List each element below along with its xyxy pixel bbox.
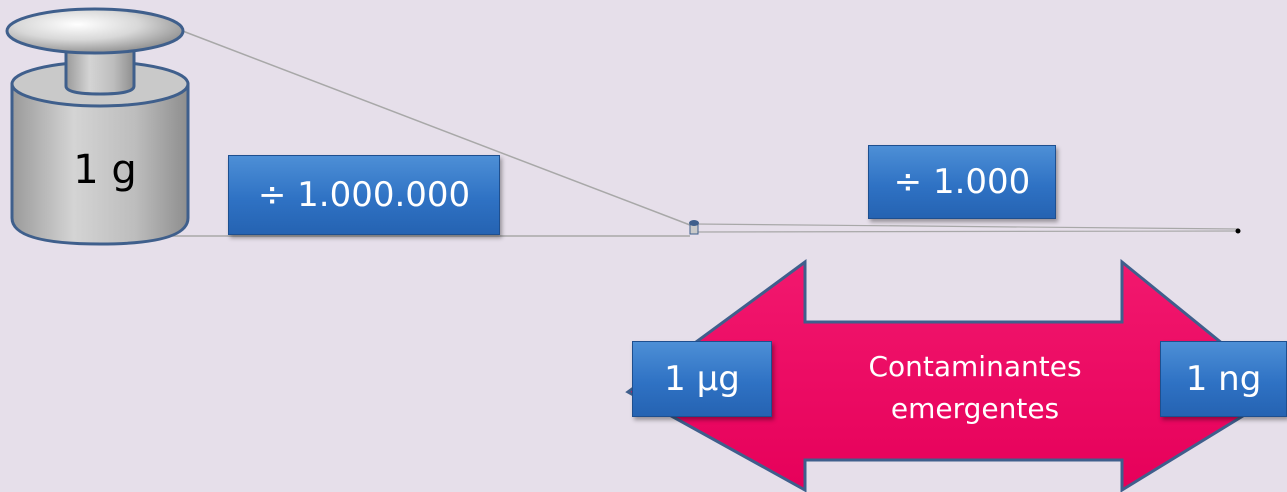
nanogram-box: 1 ng bbox=[1160, 341, 1287, 417]
arrow-label: Contaminantes emergentes bbox=[780, 338, 1170, 438]
arrow-label-line1: Contaminantes bbox=[868, 350, 1082, 383]
divide-million-box: ÷ 1.000.000 bbox=[228, 155, 500, 235]
weight-label: 1 g bbox=[73, 147, 137, 193]
microgram-box: 1 µg bbox=[632, 341, 772, 417]
perspective-lines bbox=[140, 29, 1239, 237]
small-weight-icon bbox=[689, 220, 699, 235]
weight-icon bbox=[5, 7, 190, 246]
divide-thousand-box: ÷ 1.000 bbox=[868, 145, 1056, 219]
nanogram-dot bbox=[1235, 228, 1241, 234]
arrow-label-line2: emergentes bbox=[890, 392, 1060, 425]
